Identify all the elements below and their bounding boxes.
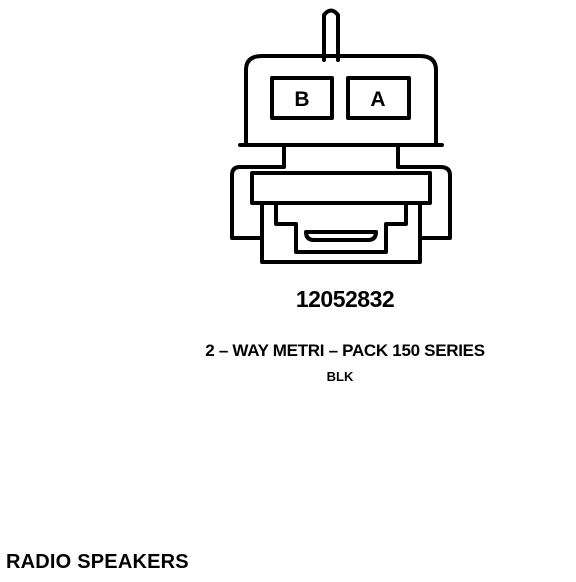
lock-tab [260, 202, 422, 264]
wire-lead [322, 8, 340, 62]
locking-latch [250, 171, 432, 205]
page-title: RADIO SPEAKERS [6, 551, 189, 573]
connector-upper-body [244, 54, 438, 145]
connector-series: 2 – WAY METRI – PACK 150 SERIES [205, 341, 485, 360]
connector-mid-section [230, 143, 452, 240]
part-number: 12052832 [295, 286, 395, 312]
pin-cavity-a [346, 76, 411, 120]
pin-label-b: B [294, 88, 309, 111]
pin-cavity-b [270, 76, 334, 120]
connector-color: BLK [326, 369, 354, 384]
pin-label-a: A [370, 88, 385, 111]
